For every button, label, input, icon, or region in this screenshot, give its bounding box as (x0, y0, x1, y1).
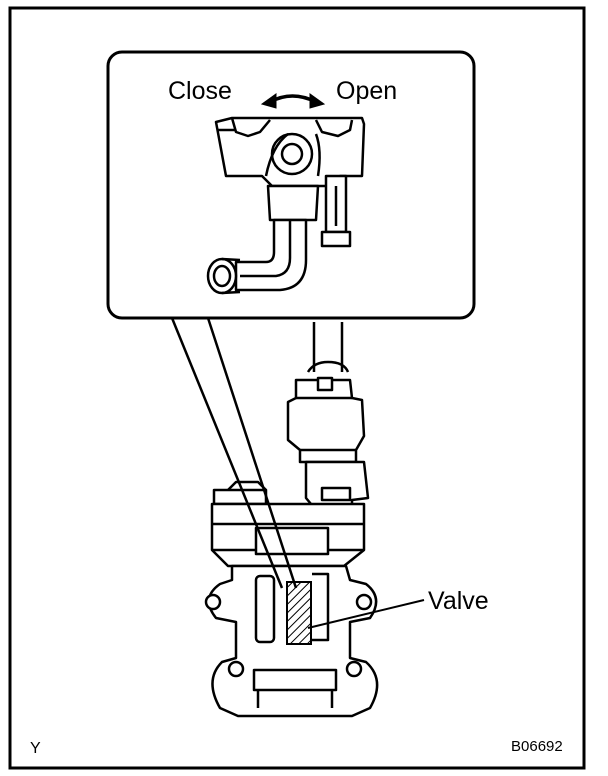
valve-leader-line (307, 599, 425, 629)
port-opening (254, 574, 276, 644)
valve-detail-drawing (206, 116, 366, 295)
valve-body-assembly (204, 322, 379, 718)
callout-line-right (206, 317, 298, 589)
lower-channel (252, 668, 338, 692)
close-label: Close (168, 77, 232, 105)
outer-frame (8, 6, 586, 770)
open-label: Open (336, 77, 398, 105)
valve-label: Valve (428, 587, 489, 615)
elbow-pipe (234, 218, 308, 292)
rotation-arrow-icon (260, 93, 326, 109)
figure-code: B06692 (511, 738, 563, 755)
callout-line-left (170, 317, 284, 589)
valve-element (286, 581, 312, 645)
corner-letter: Y (30, 740, 41, 757)
